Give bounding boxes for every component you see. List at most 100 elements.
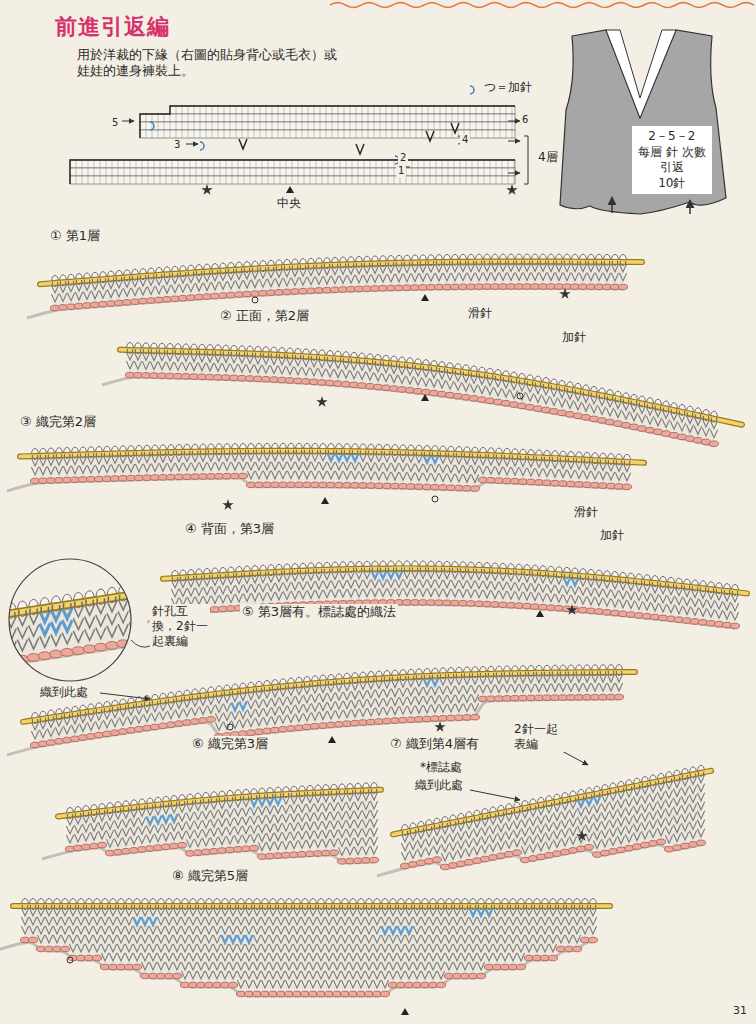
loop-front [120,452,125,456]
knit-stitch [134,361,141,369]
knit-stitch [659,595,666,603]
loop-front [180,272,185,276]
knit-stitch [423,473,430,481]
knit-stitch [307,581,314,589]
loop-front [340,263,345,267]
chart-cell-line [446,130,447,138]
chart-cell-line [164,114,165,122]
knit-stitch [694,426,701,434]
chart-cell-line [512,106,513,114]
chart-cell-line [338,106,339,114]
loop-front [532,261,537,265]
needle [20,451,644,463]
knit-stitch [527,468,534,476]
chart-cell-line [224,114,225,122]
knit-stitch [339,580,346,588]
knit-stitch [275,592,282,600]
knit-stitch [475,273,482,281]
loop-front [239,352,244,356]
loop-front [304,450,309,454]
loop-front [552,457,557,461]
knit-stitch [158,362,165,370]
loop-front [64,454,69,458]
chart-cell-line [514,160,515,168]
knit-stitch [271,462,278,470]
chart-cell-line [284,122,285,130]
loop-front [164,273,169,277]
loop-front [247,353,252,357]
direction-arrow [611,197,613,213]
chart-cell-line [326,130,327,138]
chart-cell-line [448,176,449,184]
chart-cell-line [182,130,183,138]
knit-stitch [270,366,277,374]
chart-cell-line [82,168,83,176]
chart-cell-line [212,114,213,122]
chart-cell-line [418,168,419,176]
loop-front [92,279,97,283]
chart-cell-line [454,176,455,184]
chart-cell-line [352,176,353,184]
knit-stitch [539,593,546,601]
loop-front [263,353,268,357]
knit-stitch [595,598,602,606]
loop-front [279,354,284,358]
knit-stitch [366,372,373,380]
knit-stitch [207,462,214,470]
step-outline [140,106,515,138]
knit-stitch [235,281,242,289]
knit-stitch [374,373,381,381]
triangle-marker [286,186,294,193]
chart-cell-line [316,176,317,184]
chart-cell-line [346,160,347,168]
cast-on-chain [470,486,479,492]
chart-cell-line [148,160,149,168]
chart-cell-line [154,168,155,176]
loop-front [540,261,545,265]
knit-stitch [291,582,298,590]
chart-cell-line [208,176,209,184]
chart-cell-line [436,168,437,176]
knit-stitch [339,589,346,597]
chart-cell-line [362,122,363,130]
chart-cell-line [344,130,345,138]
chart-cell-line [146,114,147,122]
chart-cell-line [322,176,323,184]
knit-stitch [534,395,541,403]
chart-cell-line [494,130,495,138]
chart-cell-line [268,160,269,168]
chart-cell-line [88,160,89,168]
chart-cell-line [158,114,159,122]
loop-front [60,281,65,285]
chart-cell-line [500,130,501,138]
loop-front [308,265,313,269]
loop-front [80,453,85,457]
knit-stitch [171,285,178,293]
knit-stitch [299,277,306,285]
chart-cell-line [442,176,443,184]
knit-stitch [643,593,650,601]
chart-cell-line [344,106,345,114]
loop-front [344,450,349,454]
chart-cell-line [136,168,137,176]
chart-cell-line [412,176,413,184]
chart-cell-line [154,160,155,168]
loop-front [535,383,540,387]
chart-cell-line [394,168,395,176]
chart-cell-line [200,130,201,138]
knit-stitch [379,274,386,282]
loop-front [468,261,473,265]
knit-stitch [422,378,429,386]
chart-cell-line [496,176,497,184]
knit-stitch [319,462,326,470]
knit-stitch [403,274,410,282]
loop-front [575,390,580,394]
chart-cell-line [328,168,329,176]
loop-front [384,451,389,455]
loop-front [368,451,373,455]
knit-stitch [423,464,430,472]
chart-cell-line [452,130,453,138]
chart-cell-line [226,176,227,184]
stitch-chart [70,86,528,184]
chart-cell-line [182,106,183,114]
